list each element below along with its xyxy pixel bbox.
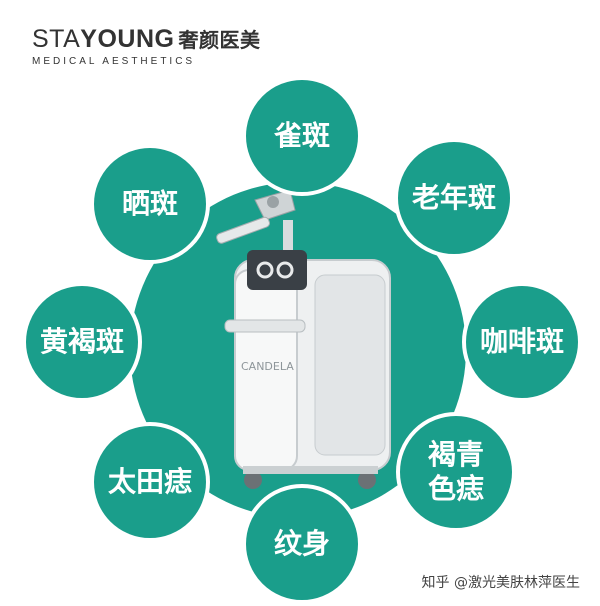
bubble-cafe-au-lait: 咖啡斑 — [462, 282, 582, 402]
candela-logo-text: CANDELA — [241, 360, 294, 373]
bubble-label-line1: 褐青 — [427, 438, 484, 471]
bubble-label: 咖啡斑 — [479, 325, 564, 358]
brand-name-cn: 奢颜医美 — [178, 28, 261, 52]
bubble-label: 纹身 — [273, 527, 330, 560]
bubble-label: 雀斑 — [273, 119, 330, 152]
bubble-hori-nevus: 褐青 色痣 — [396, 412, 516, 532]
bubble-age-spot: 老年斑 — [394, 138, 514, 258]
bubble-sunspot: 晒斑 — [90, 144, 210, 264]
bubble-nevus-of-ota: 太田痣 — [90, 422, 210, 542]
laser-device-image: CANDELA — [216, 189, 391, 489]
bubble-label: 太田痣 — [107, 465, 192, 498]
bubble-label: 黄褐斑 — [39, 325, 124, 358]
watermark-text: 知乎 @激光美肤林萍医生 — [421, 575, 580, 591]
brand-subtitle: MEDICAL AESTHETICS — [32, 56, 196, 67]
brand-name-light: STA — [32, 25, 81, 53]
bubble-melasma: 黄褐斑 — [22, 282, 142, 402]
bubble-label: 老年斑 — [411, 181, 496, 214]
bubble-label: 晒斑 — [121, 187, 178, 220]
bubble-label-line2: 色痣 — [427, 472, 484, 505]
brand-name-bold: YOUNG — [80, 25, 175, 53]
bubble-freckle: 雀斑 — [242, 76, 362, 196]
bubble-tattoo: 纹身 — [242, 484, 362, 604]
